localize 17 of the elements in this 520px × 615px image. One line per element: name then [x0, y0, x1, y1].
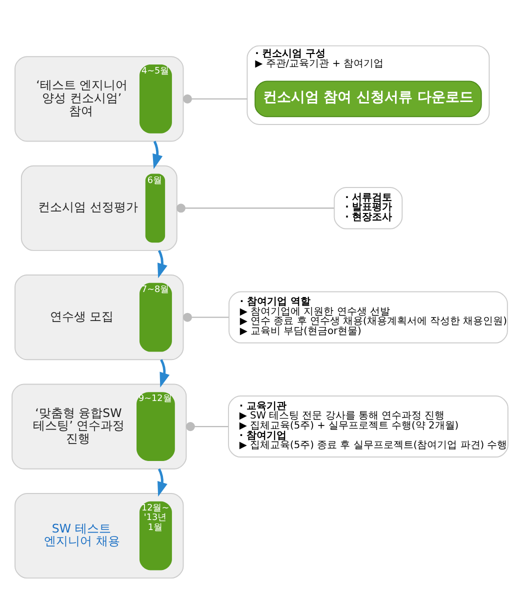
- node-box: ‘맞춤형 융합SW 테스팅’ 연수과정 진행 9~12월: [12, 383, 187, 469]
- node-box: 연수생 모집 7~8월: [14, 274, 184, 360]
- connector: [186, 422, 228, 431]
- connector: [176, 203, 334, 212]
- arrow: [152, 140, 163, 169]
- node-box: 컨소시엄 참여 신청서류 다운로드: [254, 80, 482, 117]
- connector: [182, 94, 248, 103]
- arrow: [158, 249, 168, 278]
- arrow: [158, 468, 168, 496]
- node-box: · 참여기업 역할 ▶ 참여기업에 지원한 연수생 선발 ▶ 연수 종료 후 연수생 채용(채용계획서에 작성한 채용인원) ▶ 교육비 부담(현금or현물): [228, 290, 508, 343]
- arrow: [160, 358, 170, 387]
- node-box: · 서류검토 · 발표평가 · 현장조사: [334, 186, 403, 229]
- node-box: SW 테스트 엔지니어 채용 12월~ '13년 1월: [14, 492, 184, 578]
- node-box: 컨소시엄 선정평가 6월: [20, 164, 178, 250]
- node-box: ‘테스트 엔지니어 양성 컨소시엄’ 참여 4~5월: [14, 56, 184, 142]
- node-box: · 교육기관 ▶ SW 테스팅 전문 강사를 통해 연수과정 진행 ▶ 집체교육(5주) + 실무프로젝트 수행(약 2개월) · 참여기업 ▶ 집체교육(5주) 종료 후 실무프로젝트(참여기업 파견) 수행: [228, 395, 508, 458]
- connector: [182, 312, 229, 322]
